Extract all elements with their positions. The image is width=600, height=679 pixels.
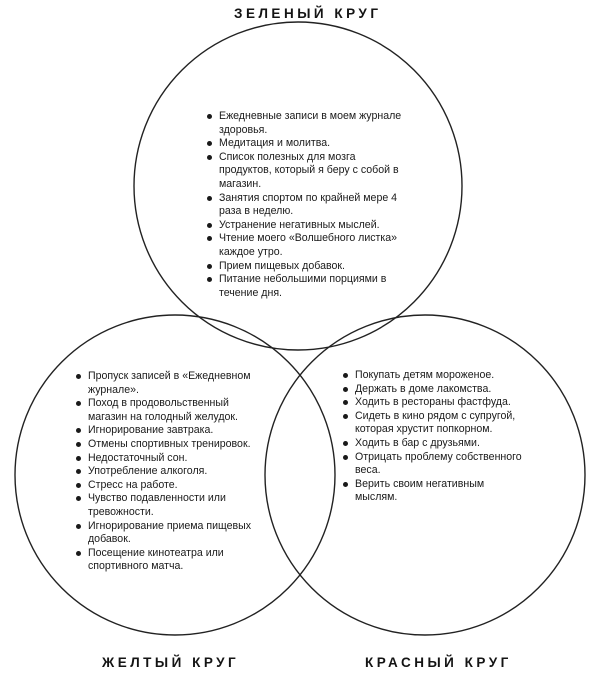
green-circle-item: Прием пищевых добавок.: [207, 260, 402, 274]
red-circle-list: Покупать детям мороженое.Держать в доме …: [343, 369, 525, 505]
yellow-circle-item: Игнорирование завтрака.: [76, 424, 256, 438]
green-circle: [133, 21, 463, 351]
green-circle-item: Медитация и молитва.: [207, 137, 402, 151]
yellow-circle-item: Стресс на работе.: [76, 479, 256, 493]
red-circle-item: Верить своим негативным мыслям.: [343, 478, 525, 505]
red-circle-item: Сидеть в кино рядом с супругой, которая …: [343, 410, 525, 437]
yellow-circle-item: Отмены спортивных тренировок.: [76, 438, 256, 452]
red-circle-title: КРАСНЫЙ КРУГ: [365, 655, 512, 670]
yellow-circle-item: Посещение кинотеатра или спортивного мат…: [76, 547, 256, 574]
yellow-circle-item: Игнорирование приема пищевых добавок.: [76, 520, 256, 547]
red-circle-item: Ходить в бар с друзьями.: [343, 437, 525, 451]
red-circle: [264, 314, 586, 636]
red-circle-item: Ходить в рестораны фастфуда.: [343, 396, 525, 410]
red-circle-item: Покупать детям мороженое.: [343, 369, 525, 383]
yellow-circle-item: Употребление алкоголя.: [76, 465, 256, 479]
red-circle-item: Держать в доме лакомства.: [343, 383, 525, 397]
yellow-circle: [14, 314, 336, 636]
green-circle-item: Питание небольшими порциями в течение дн…: [207, 273, 402, 300]
green-circle-title: ЗЕЛЕНЫЙ КРУГ: [234, 6, 382, 21]
green-circle-item: Список полезных для мозга продуктов, кот…: [207, 151, 402, 192]
yellow-circle-title: ЖЕЛТЫЙ КРУГ: [102, 655, 240, 670]
green-circle-item: Занятия спортом по крайней мере 4 раза в…: [207, 192, 402, 219]
green-circle-item: Устранение негативных мыслей.: [207, 219, 402, 233]
yellow-circle-item: Недостаточный сон.: [76, 452, 256, 466]
yellow-circle-list: Пропуск записей в «Ежедневном журнале».П…: [76, 370, 256, 574]
green-circle-item: Чтение моего «Волшебного листка» каждое …: [207, 232, 402, 259]
yellow-circle-item: Пропуск записей в «Ежедневном журнале».: [76, 370, 256, 397]
yellow-circle-item: Поход в продовольственный магазин на гол…: [76, 397, 256, 424]
red-circle-item: Отрицать проблему собственного веса.: [343, 451, 525, 478]
green-circle-list: Ежедневные записи в моем журнале здоровь…: [207, 110, 402, 300]
yellow-circle-item: Чувство подавленности или тревожности.: [76, 492, 256, 519]
green-circle-item: Ежедневные записи в моем журнале здоровь…: [207, 110, 402, 137]
